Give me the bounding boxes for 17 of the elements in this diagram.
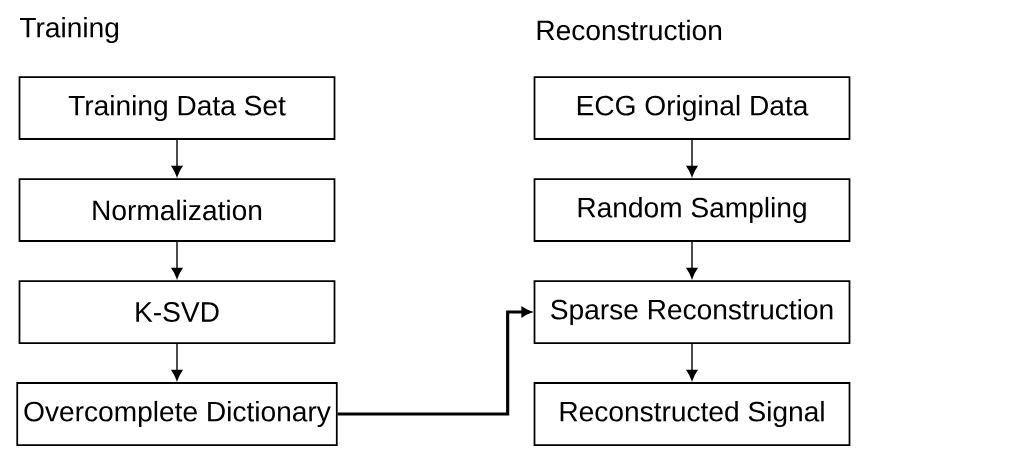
section-title: Reconstruction xyxy=(537,19,722,41)
arrow xyxy=(171,241,183,279)
process-box: Overcomplete Dictionary xyxy=(16,382,338,446)
process-box: Random Sampling xyxy=(533,178,851,242)
section-title: Training xyxy=(20,16,119,44)
process-box: K-SVD xyxy=(18,280,336,344)
arrow xyxy=(171,343,183,381)
arrow xyxy=(337,307,531,416)
process-box: Normalization xyxy=(18,178,336,242)
process-box: Training Data Set xyxy=(18,76,336,140)
arrow xyxy=(686,241,698,279)
process-box: Sparse Reconstruction xyxy=(533,280,851,344)
arrow xyxy=(686,139,698,177)
process-box: Reconstructed Signal xyxy=(533,382,851,446)
process-box: ECG Original Data xyxy=(533,76,851,140)
arrow xyxy=(171,139,183,177)
arrow xyxy=(686,343,698,381)
